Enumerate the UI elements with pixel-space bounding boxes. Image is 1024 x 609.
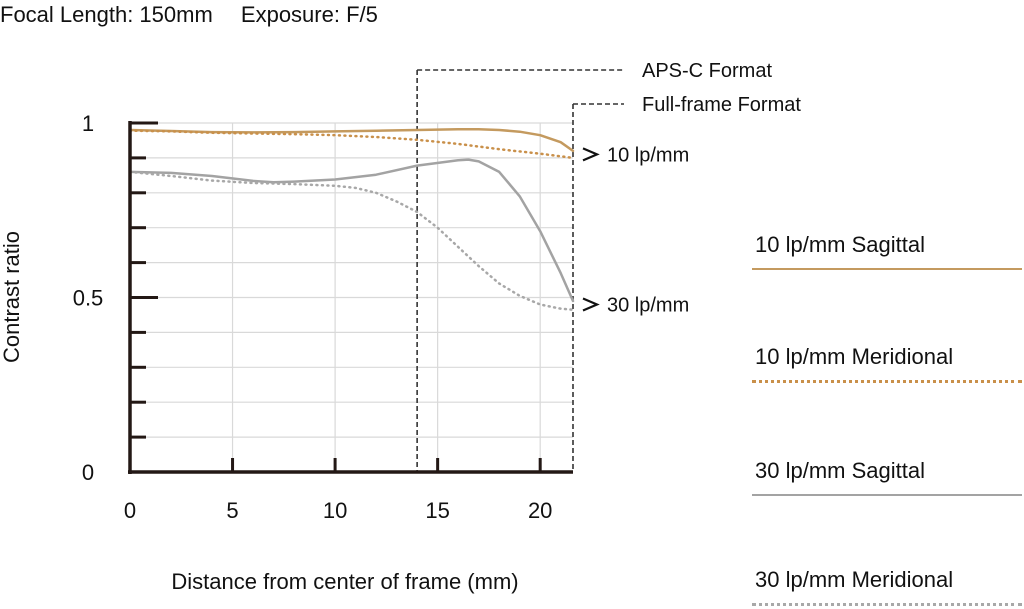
y-tick-label: 0.5 <box>73 286 104 311</box>
legend-swatch <box>752 603 1022 606</box>
legend-label: 10 lp/mm Meridional <box>755 344 954 369</box>
legend-item: 10 lp/mm Meridional <box>752 344 1024 384</box>
format-label: APS-C Format <box>642 60 772 82</box>
series-line-10-lp-mm-sagittal <box>128 128 575 153</box>
x-tick-label: 10 <box>323 498 347 523</box>
end-label-arrow <box>582 297 600 312</box>
exposure-label: Exposure: F/5 <box>240 2 378 27</box>
y-axis-label: Contrast ratio <box>0 231 24 363</box>
series-line-10-lp-mm-meridional <box>128 129 575 160</box>
legend-label: 30 lp/mm Meridional <box>755 567 954 592</box>
series-lines <box>128 128 575 311</box>
legend-label: 30 lp/mm Sagittal <box>755 458 925 483</box>
legend-label: 10 lp/mm Sagittal <box>755 232 925 257</box>
legend-swatch <box>752 268 1022 270</box>
x-tick-label: 5 <box>226 498 238 523</box>
x-axis-label: Distance from center of frame (mm) <box>171 569 518 594</box>
chart-header: Focal Length: 150mm Exposure: F/5 <box>0 2 400 28</box>
x-tick-label: 20 <box>528 498 552 523</box>
legend-item: 10 lp/mm Sagittal <box>752 232 1024 272</box>
legend-item: 30 lp/mm Sagittal <box>752 458 1024 498</box>
y-tick-label: 0 <box>82 460 94 485</box>
series-line-30-lp-mm-meridional <box>128 170 575 311</box>
legend-swatch <box>752 494 1022 496</box>
grid <box>130 122 573 472</box>
y-tick-label: 1 <box>82 111 94 136</box>
axes <box>128 121 573 474</box>
format-label: Full-frame Format <box>642 94 801 116</box>
focal-length-label: Focal Length: 150mm <box>0 2 213 27</box>
format-guides <box>416 69 624 472</box>
x-tick-label: 15 <box>425 498 449 523</box>
legend-item: 30 lp/mm Meridional <box>752 567 1024 607</box>
series-line-30-lp-mm-sagittal <box>128 158 575 303</box>
end-label-arrow <box>582 147 600 162</box>
x-tick-label: 0 <box>124 498 136 523</box>
legend-swatch <box>752 380 1022 383</box>
series-end-label: 30 lp/mm <box>607 294 689 316</box>
series-end-label: 10 lp/mm <box>607 144 689 166</box>
